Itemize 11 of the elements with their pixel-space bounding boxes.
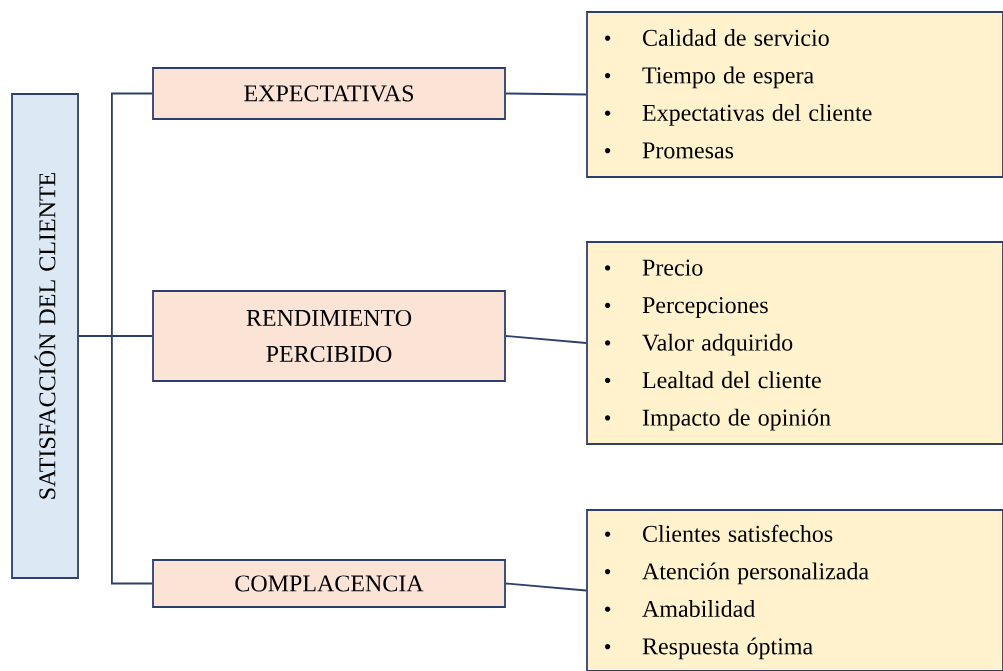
- list-box: Clientes satisfechos Atención personalizada Amabilidad Respuesta óptima: [586, 509, 1003, 671]
- connector-line: [505, 582, 587, 592]
- connector-line: [505, 335, 587, 344]
- connector-line: [78, 335, 153, 585]
- category-box: EXPECTATIVAS: [152, 67, 506, 120]
- connector-line: [505, 92, 587, 96]
- rotated-title-box: SATISFACCIÓN DEL CLIENTE: [11, 93, 79, 579]
- category-box: COMPLACENCIA: [152, 559, 506, 608]
- list-box: Calidad de servicio Tiempo de espera Expectativas del cliente Promesas: [586, 11, 1003, 178]
- list-box: Precio Percepciones Valor adquirido Lealtad del cliente Impacto de opinión: [586, 241, 1003, 445]
- category-box: RENDIMIENTO PERCIBIDO: [152, 290, 506, 382]
